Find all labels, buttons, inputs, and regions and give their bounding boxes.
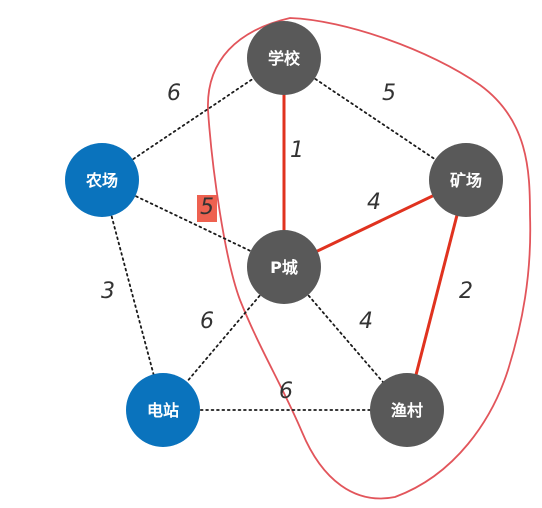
weights-layer: 6 5 1 5 4 2 3 6 4 6: [101, 81, 473, 404]
node-farm: 农场: [65, 143, 139, 217]
selection-outline: [207, 17, 532, 500]
edge-weight-mine-village: 2: [459, 279, 473, 304]
edge-farm-school: [101, 57, 285, 181]
node-station: 电站: [126, 373, 200, 447]
weight-highlight-box: [197, 195, 217, 222]
edge-weight-farm-city: 5: [200, 195, 214, 220]
edge-weight-farm-school: 6: [167, 81, 181, 106]
node-label: 矿场: [450, 171, 482, 190]
edge-weight-farm-station: 3: [101, 279, 115, 304]
edge-weight-city-mine: 4: [367, 190, 381, 215]
node-circle: [429, 143, 503, 217]
node-circle: [247, 21, 321, 95]
node-circle: [65, 143, 139, 217]
edge-weight-station-village: 6: [279, 379, 293, 404]
node-mine: 矿场: [429, 143, 503, 217]
node-label: 渔村: [391, 401, 423, 420]
node-label: P城: [270, 258, 298, 277]
node-label: 电站: [147, 401, 179, 420]
edge-weight-school-mine: 5: [382, 81, 396, 106]
edge-weight-city-station: 6: [200, 309, 214, 334]
node-circle: [126, 373, 200, 447]
edge-weight-city-village: 4: [359, 309, 373, 334]
node-circle: [370, 373, 444, 447]
node-school: 学校: [247, 21, 321, 95]
edge-mine-village: [405, 179, 468, 411]
node-label: 农场: [85, 171, 118, 190]
node-city: P城: [247, 230, 321, 304]
edge-school-mine: [283, 57, 467, 181]
node-label: 学校: [268, 49, 301, 68]
edge-weight-school-city: 1: [290, 138, 304, 163]
node-village: 渔村: [370, 373, 444, 447]
edge-farm-station: [101, 179, 164, 411]
node-circle: [247, 230, 321, 304]
